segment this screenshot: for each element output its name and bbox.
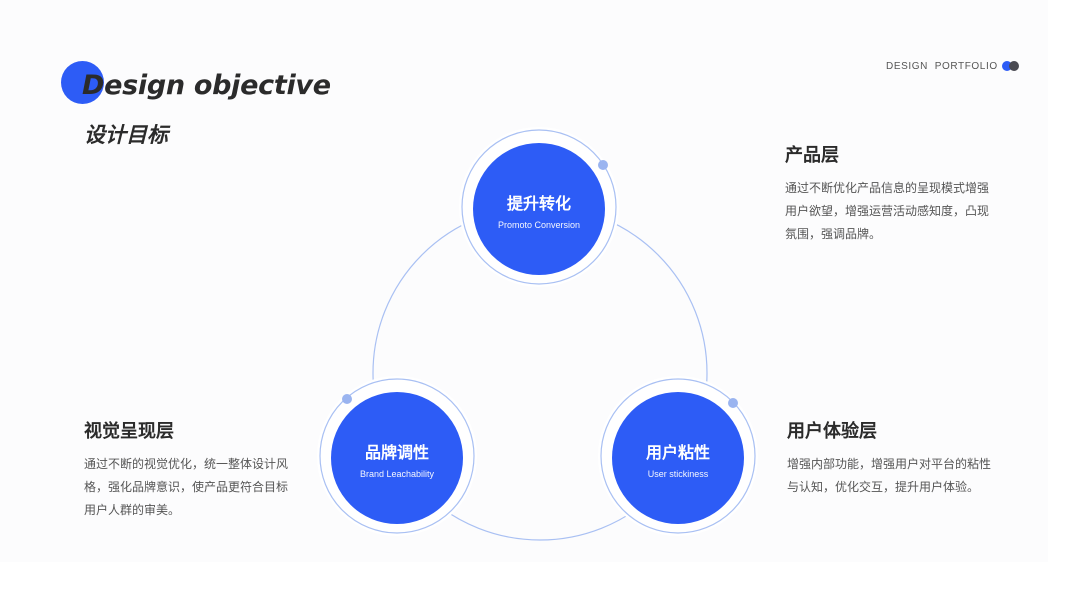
page-title: Design objective bbox=[82, 70, 331, 101]
node-subtitle-stickiness: User stickiness bbox=[647, 469, 709, 479]
section-experience-layer: 用户体验层 增强内部功能，增强用户对平台的粘性 与认知，优化交互，提升用户体验。 bbox=[787, 417, 991, 499]
section-line: 通过不断优化产品信息的呈现模式增强 bbox=[785, 181, 990, 195]
node-circle-brand bbox=[331, 392, 463, 524]
portfolio-dot-blue bbox=[1001, 61, 1012, 71]
node-subtitle-brand: Brand Leachability bbox=[359, 469, 435, 479]
section-body-visual: 通过不断的视觉优化，统一整体设计风 格，强化品牌意识，使产品更符合目标 用户人群… bbox=[84, 453, 288, 522]
node-outline-brand bbox=[319, 378, 475, 534]
section-line: 与认知，优化交互，提升用户体验。 bbox=[787, 480, 980, 494]
section-title-product: 产品层 bbox=[785, 145, 839, 166]
section-body-experience: 增强内部功能，增强用户对平台的粘性 与认知，优化交互，提升用户体验。 bbox=[787, 453, 991, 499]
node-label-brand: 品牌调性 Brand Leachability bbox=[337, 439, 457, 479]
node-outline-conversion bbox=[461, 129, 617, 285]
section-product-layer: 产品层 通过不断优化产品信息的呈现模式增强 用户欲望，增强运营活动感知度，凸现 … bbox=[785, 141, 989, 246]
section-title-visual: 视觉呈现层 bbox=[84, 421, 174, 442]
section-line: 氛围，强调品牌。 bbox=[785, 227, 882, 241]
section-body-product: 通过不断优化产品信息的呈现模式增强 用户欲望，增强运营活动感知度，凸现 氛围，强… bbox=[785, 177, 989, 246]
node-title-stickiness: 用户粘性 bbox=[645, 443, 710, 462]
portfolio-dots-icon bbox=[1001, 61, 1020, 71]
node-title-brand: 品牌调性 bbox=[364, 443, 429, 462]
section-visual-layer: 视觉呈现层 通过不断的视觉优化，统一整体设计风 格，强化品牌意识，使产品更符合目… bbox=[84, 417, 288, 522]
section-line: 用户人群的审美。 bbox=[84, 503, 181, 517]
node-circle-stickiness bbox=[612, 392, 744, 524]
node-circle-conversion bbox=[473, 143, 605, 275]
section-line: 增强内部功能，增强用户对平台的粘性 bbox=[787, 457, 992, 471]
portfolio-dot-gray bbox=[1008, 61, 1019, 71]
node-orbit-dot-stickiness bbox=[728, 398, 738, 408]
node-subtitle-conversion: Promoto Conversion bbox=[497, 220, 581, 230]
section-line: 通过不断的视觉优化，统一整体设计风 bbox=[84, 457, 289, 471]
node-outline-stickiness bbox=[600, 378, 756, 534]
node-title-conversion: 提升转化 bbox=[506, 194, 571, 213]
section-line: 用户欲望，增强运营活动感知度，凸现 bbox=[785, 204, 990, 218]
page-subtitle: 设计目标 bbox=[84, 123, 168, 147]
section-line: 格，强化品牌意识，使产品更符合目标 bbox=[84, 480, 289, 494]
node-label-stickiness: 用户粘性 User stickiness bbox=[618, 439, 738, 479]
node-orbit-dot-conversion bbox=[598, 160, 608, 170]
portfolio-label: DESIGN PORTFOLIO bbox=[886, 60, 998, 72]
node-label-conversion: 提升转化 Promoto Conversion bbox=[479, 190, 599, 230]
title-accent-dot bbox=[61, 61, 104, 104]
portfolio-tag: DESIGN PORTFOLIO bbox=[886, 60, 1020, 72]
node-orbit-dot-brand bbox=[342, 394, 352, 404]
section-title-experience: 用户体验层 bbox=[787, 421, 877, 442]
